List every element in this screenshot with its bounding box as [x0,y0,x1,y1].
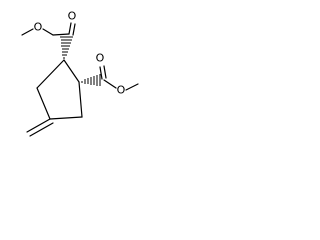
atom-o-carbonyl-right: O [96,52,105,65]
bond-ring-c5-c4 [36,87,51,120]
bond-c-carbonyl-to-ring-top [52,33,70,36]
bond-o-c-top [42,28,54,36]
bond-c-o-double-top-b [72,23,76,36]
bond-ring-c1-c2 [63,59,80,83]
bond-c-o-right [103,79,117,89]
bond-c-o-double-right-b [103,65,107,79]
atom-o-carbonyl-top: O [68,10,77,23]
bond-exocyclic-double-b [29,122,54,137]
bond-methyl-o-top [21,28,34,36]
bond-exocyclic-double-a [26,118,51,133]
bond-ring-c3-c2 [78,81,83,118]
bond-ring-c1-c5 [36,59,65,89]
bond-o-methyl-right [125,83,139,91]
stereo-hash-bond-top [60,36,73,59]
bond-c-o-double-right-a [99,66,103,80]
bond-ring-c4-c3 [49,116,83,120]
bond-c-o-double-top-a [68,22,72,35]
stereo-hash-bond-right [81,74,101,86]
atom-o-ester-right: O [117,84,126,97]
chemical-structure: O O O O [21,10,139,137]
atom-o-ester-top: O [34,21,43,34]
